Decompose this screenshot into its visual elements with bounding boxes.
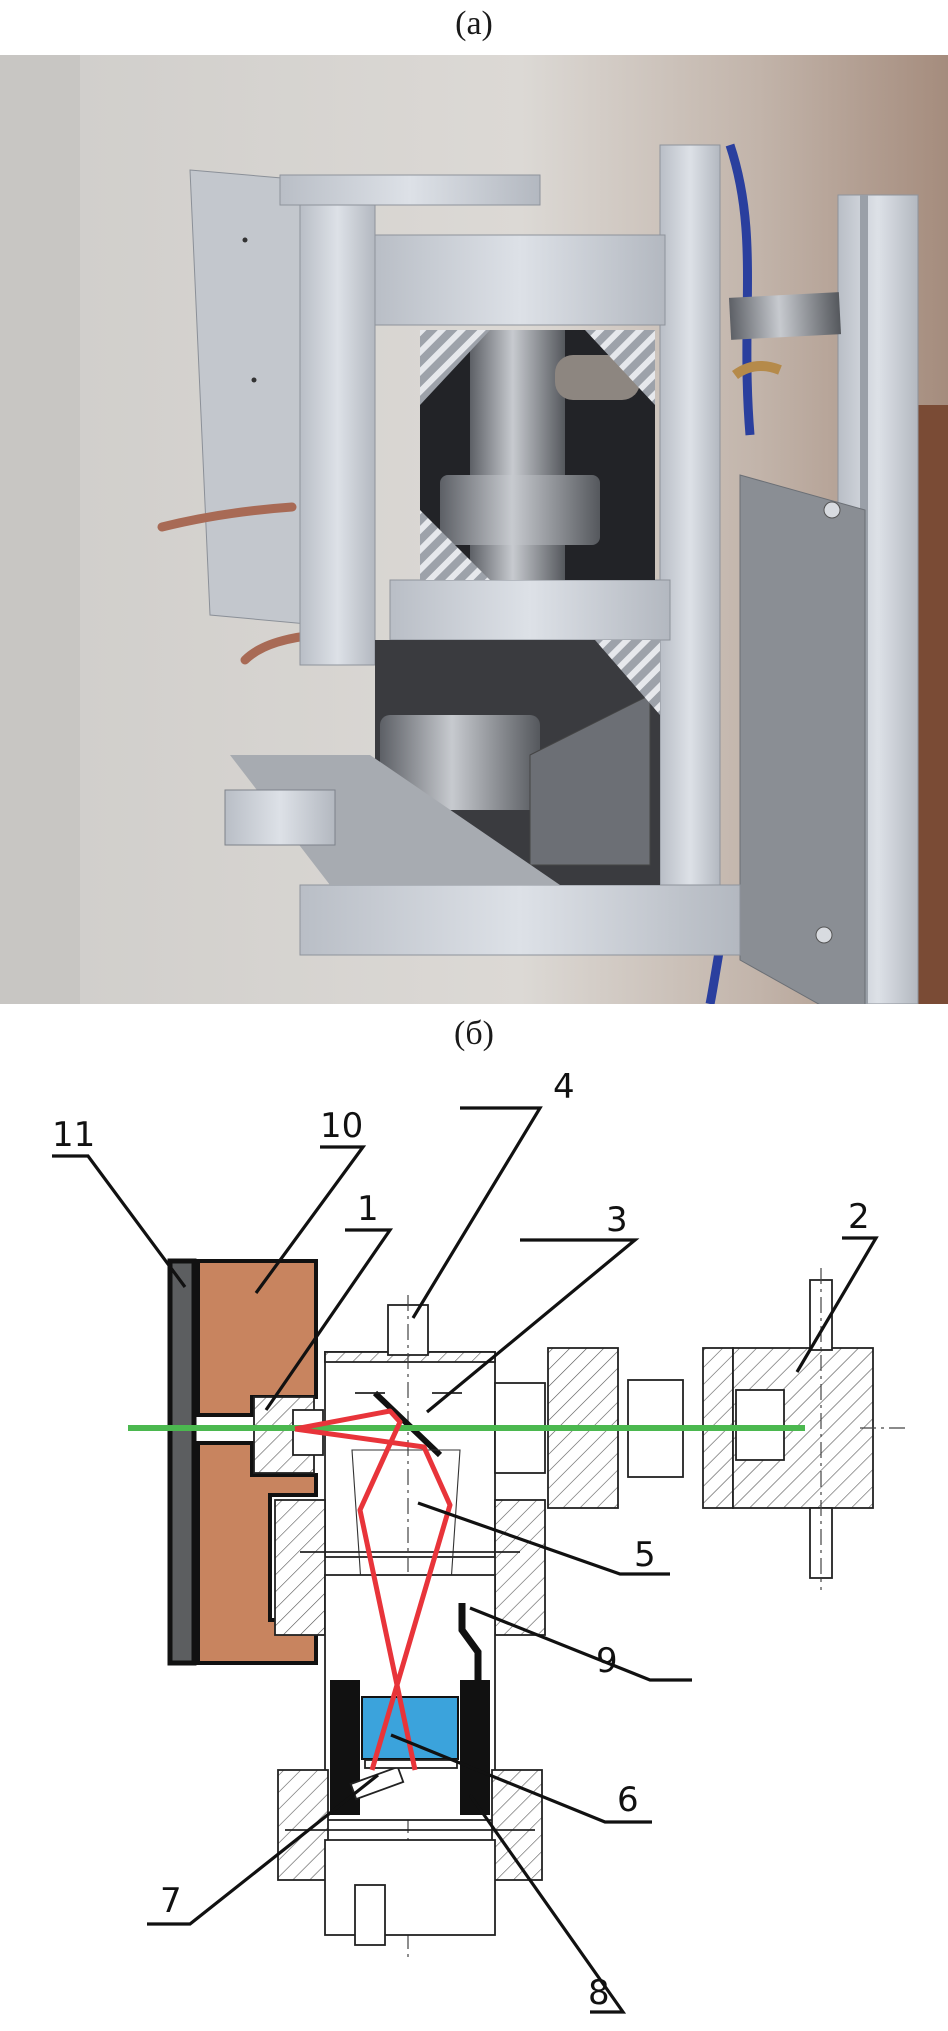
callout-3: 3 <box>606 1200 628 1240</box>
callout-10: 10 <box>320 1106 363 1146</box>
photo-brass-fitting <box>732 361 782 380</box>
bottom-connector <box>354 1884 386 1946</box>
chamber-top-body <box>324 1351 496 1558</box>
callout-9: 9 <box>596 1641 618 1681</box>
callout-11: 11 <box>52 1115 95 1155</box>
photo-gusset-plate <box>529 694 651 866</box>
photo-base-plate <box>230 755 560 885</box>
middle-flange-left <box>274 1499 326 1636</box>
photo-frame-top-rail <box>374 234 666 326</box>
leader-11 <box>52 1154 187 1288</box>
callout-5: 5 <box>634 1535 656 1575</box>
panel-a-label: (a) <box>455 5 493 42</box>
photo-lower-flange <box>380 715 540 810</box>
photo-side-plate <box>739 474 866 1004</box>
copper-block-part-10 <box>196 1259 318 1665</box>
crucible-wall-right <box>460 1680 490 1815</box>
leader-4 <box>411 1106 543 1319</box>
shield-part-9 <box>458 1603 482 1700</box>
photo-foot-rail <box>224 789 336 846</box>
photo-wall-panel-edge <box>0 55 80 1004</box>
callout-8: 8 <box>588 1973 610 2013</box>
thermocouple-part-7 <box>349 1765 405 1801</box>
photo-frame-right-post <box>659 144 721 906</box>
photo-corner-bracket <box>420 330 490 405</box>
photo-bolt <box>815 926 833 944</box>
plate-part-11 <box>167 1258 197 1666</box>
leader-3 <box>425 1238 640 1414</box>
photo-frame-left-post <box>299 194 376 666</box>
leader-8 <box>468 1794 627 2014</box>
callout-7: 7 <box>160 1881 182 1921</box>
photo-frame-mid-rail <box>389 579 671 641</box>
leader-10 <box>254 1145 367 1294</box>
photo-corner-bracket <box>585 330 655 405</box>
callout-1: 1 <box>357 1189 379 1229</box>
photo-bolt <box>823 501 841 519</box>
callout-6: 6 <box>617 1780 639 1820</box>
middle-flange-right <box>494 1499 546 1636</box>
apparatus-photo <box>0 55 948 1004</box>
photo-frame-top-bar <box>279 174 541 206</box>
photo-frame-bottom-rail <box>299 884 741 956</box>
apparatus-cross-section-diagram: 11 10 1 4 3 2 5 9 6 7 8 <box>52 1067 905 2014</box>
photo-side-port <box>555 355 640 400</box>
bottom-housing <box>324 1839 496 1936</box>
leader-9 <box>469 1606 692 1682</box>
callout-2: 2 <box>848 1197 870 1237</box>
reflected-ray-path <box>294 1408 418 1771</box>
photo-corner-bracket <box>595 640 660 715</box>
photo-corner-bracket <box>420 510 490 580</box>
callout-4: 4 <box>553 1067 575 1107</box>
leader-6 <box>390 1733 652 1824</box>
panel-b-label: (б) <box>454 1015 494 1052</box>
photo-side-pipe <box>728 292 842 340</box>
photo-heatsink-box <box>189 169 319 626</box>
mirror-part-3 <box>372 1390 443 1458</box>
leader-7 <box>147 1773 379 1926</box>
bottom-flange-left <box>277 1769 329 1881</box>
leader-1 <box>264 1228 394 1411</box>
leader-2 <box>795 1236 879 1373</box>
reflected-ray-path-2 <box>294 1426 453 1771</box>
leader-5 <box>417 1501 670 1576</box>
photo-copper-pipe-upper <box>157 502 297 532</box>
photo-chamber-flange <box>440 475 600 545</box>
